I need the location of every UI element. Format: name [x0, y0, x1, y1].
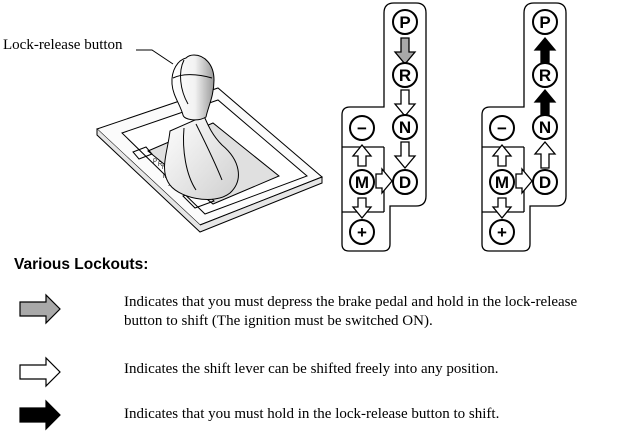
gate-label-drive: D	[539, 173, 551, 192]
white-arrow-icon	[491, 197, 513, 220]
gate-label-downshift: −	[357, 119, 367, 138]
svg-text:-: -	[168, 183, 170, 189]
white-arrow-icon	[393, 89, 417, 118]
white-arrow-icon	[491, 143, 513, 167]
black-arrow-icon	[19, 399, 61, 431]
gate-label-neutral: N	[539, 118, 551, 137]
svg-text:P: P	[153, 159, 157, 165]
white-arrow-icon	[351, 143, 373, 167]
shift-gate-diagram-1: P R N D M − +	[341, 2, 427, 252]
white-arrow-icon	[393, 141, 417, 170]
shift-lever-illustration: PRN DM+-	[96, 49, 323, 233]
gate-label-reverse: R	[399, 66, 411, 85]
gate-label-downshift: −	[497, 119, 507, 138]
gate-label-manual: M	[495, 173, 509, 192]
white-arrow-icon	[533, 140, 557, 169]
double-arrow-icon	[375, 167, 393, 195]
black-arrow-icon	[533, 88, 557, 117]
gate-label-drive: D	[399, 173, 411, 192]
legend-arrows	[19, 293, 61, 431]
gray-arrow-icon	[393, 37, 417, 66]
black-arrow-icon	[533, 36, 557, 65]
legend-text-white: Indicates the shift lever can be shifted…	[124, 361, 499, 377]
gate-label-park: P	[539, 13, 550, 32]
legend-text-black: Indicates that you must hold in the lock…	[124, 406, 500, 422]
double-arrow-icon	[515, 167, 533, 195]
gate-label-upshift: +	[357, 223, 367, 242]
gate-label-reverse: R	[539, 66, 551, 85]
gate-label-neutral: N	[399, 118, 411, 137]
gate-label-park: P	[399, 13, 410, 32]
svg-text:R: R	[158, 162, 163, 168]
legend-text-gray: Indicates that you must depress the brak…	[124, 294, 578, 329]
gray-arrow-icon	[19, 293, 61, 325]
white-arrow-icon	[19, 356, 61, 388]
lock-release-button-callout: Lock-release button	[3, 37, 123, 53]
gate-label-manual: M	[355, 173, 369, 192]
white-arrow-icon	[351, 197, 373, 220]
gate-label-upshift: +	[497, 223, 507, 242]
section-title: Various Lockouts:	[14, 256, 149, 273]
shift-gate-diagram-2: P R N D M − +	[481, 2, 567, 252]
